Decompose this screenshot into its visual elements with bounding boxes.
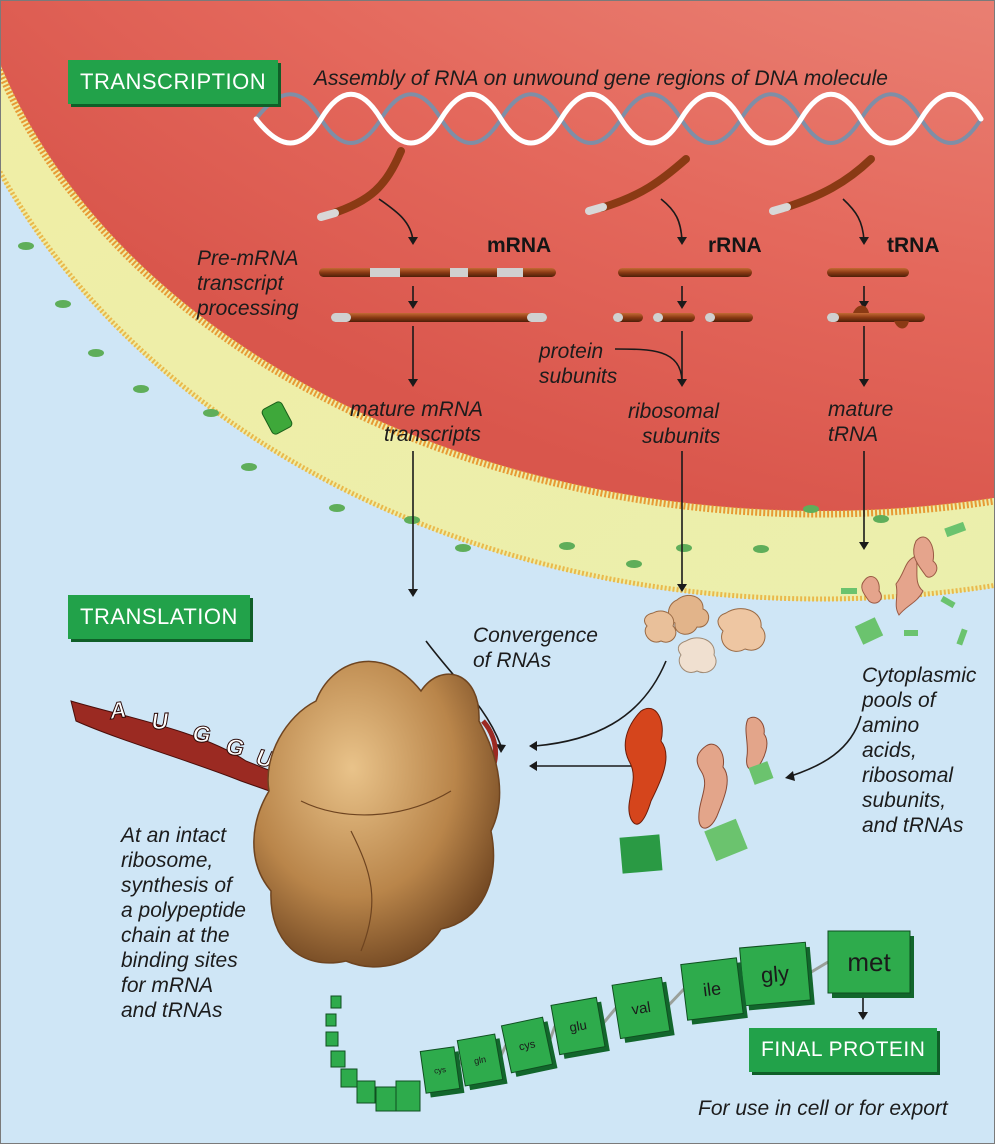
- convergence-line-1: Convergence: [473, 623, 598, 648]
- codon-letter: A: [107, 696, 128, 724]
- convergence-line-2: of RNAs: [473, 648, 598, 673]
- mrna-label: mRNA: [487, 234, 551, 258]
- pre-mrna-line-2: transcript: [197, 271, 299, 296]
- pools-line-4: acids,: [862, 738, 976, 763]
- rrna-label: rRNA: [708, 234, 762, 258]
- pools-line-1: Cytoplasmic: [862, 663, 976, 688]
- amino-acid-block: met: [828, 931, 914, 998]
- protein-subunits-label: protein subunits: [539, 339, 617, 389]
- pools-line-3: amino: [862, 713, 976, 738]
- amino-acid-block: ile: [681, 957, 748, 1025]
- ribosome: [254, 661, 500, 967]
- pre-mrna-label: Pre-mRNA transcript processing: [197, 246, 299, 321]
- protein-subunits-line-2: subunits: [539, 364, 617, 389]
- pools-line-7: and tRNAs: [862, 813, 976, 838]
- trna-label: tRNA: [887, 234, 940, 258]
- mature-trna-line-1: mature: [828, 397, 893, 422]
- amino-acid-block: cys: [501, 1016, 557, 1077]
- amino-acid-label: val: [630, 999, 652, 1019]
- ribosomal-subunits-line-2: subunits: [628, 424, 720, 449]
- codon-letter: U: [151, 708, 170, 735]
- pools-line-2: pools of: [862, 688, 976, 713]
- amino-acid-label: ile: [702, 978, 722, 1000]
- synthesis-line-8: and tRNAs: [121, 998, 246, 1023]
- export-caption: For use in cell or for export: [698, 1096, 948, 1121]
- amino-acid-label: met: [847, 947, 891, 977]
- mature-mrna-label: mature mRNA transcripts: [350, 397, 483, 447]
- polypeptide-tail: [326, 996, 420, 1111]
- ribosomal-subunits-line-1: ribosomal: [628, 399, 720, 424]
- synthesis-line-1: At an intact: [121, 823, 246, 848]
- amino-acid-label: glu: [568, 1017, 588, 1035]
- codon-letter: G: [224, 733, 245, 761]
- amino-acid-label: gln: [473, 1054, 487, 1066]
- amino-acid-block: glu: [551, 997, 610, 1060]
- mature-trna-line-2: tRNA: [828, 422, 893, 447]
- cytoplasmic-pools-label: Cytoplasmic pools of amino acids, riboso…: [862, 663, 976, 838]
- amino-acid-label: cys: [433, 1065, 446, 1076]
- pools-line-6: subunits,: [862, 788, 976, 813]
- amino-acid-block: gln: [457, 1033, 507, 1091]
- amino-acid-label: gly: [760, 961, 790, 988]
- ribosomal-subunits-label: ribosomal subunits: [628, 399, 720, 449]
- amino-acid-block: gly: [740, 942, 815, 1011]
- amino-acid-block: cys: [420, 1046, 464, 1098]
- mature-mrna-line-2: transcripts: [350, 422, 483, 447]
- codon-letter: G: [192, 720, 212, 747]
- convergence-label: Convergence of RNAs: [473, 623, 598, 673]
- synthesis-line-6: binding sites: [121, 948, 246, 973]
- protein-subunits-line-1: protein: [539, 339, 617, 364]
- mature-trna-label: mature tRNA: [828, 397, 893, 447]
- transcription-caption: Assembly of RNA on unwound gene regions …: [314, 66, 888, 91]
- translation-header: TRANSLATION: [68, 595, 250, 639]
- synthesis-line-2: ribosome,: [121, 848, 246, 873]
- final-protein-header: FINAL PROTEIN: [749, 1028, 937, 1072]
- mature-mrna-line-1: mature mRNA: [350, 397, 483, 422]
- synthesis-line-5: chain at the: [121, 923, 246, 948]
- pre-mrna-line-3: processing: [197, 296, 299, 321]
- transcription-header: TRANSCRIPTION: [68, 60, 278, 104]
- pools-line-5: ribosomal: [862, 763, 976, 788]
- amino-acid-block: val: [612, 977, 675, 1044]
- pre-mrna-line-1: Pre-mRNA: [197, 246, 299, 271]
- charged-trnas: [620, 708, 774, 873]
- synthesis-line-7: for mRNA: [121, 973, 246, 998]
- synthesis-line-4: a polypeptide: [121, 898, 246, 923]
- synthesis-line-3: synthesis of: [121, 873, 246, 898]
- free-ribosomal-subunits: [645, 595, 765, 672]
- ribosome-synthesis-label: At an intact ribosome, synthesis of a po…: [121, 823, 246, 1023]
